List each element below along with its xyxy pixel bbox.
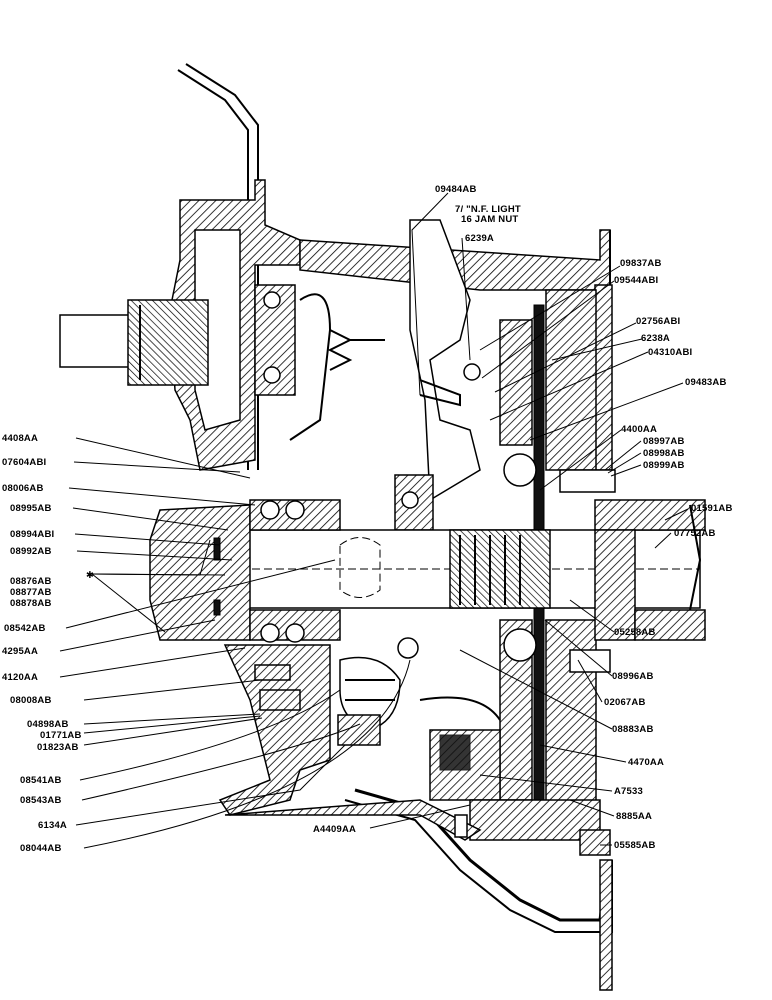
part-label: A4409AA: [313, 824, 356, 835]
part-label: 8885AA: [616, 811, 652, 822]
part-label: 08995AB: [10, 503, 52, 514]
input-shaft: [59, 314, 141, 368]
part-label: 01823AB: [37, 742, 79, 753]
part-label: 09837AB: [620, 258, 662, 269]
asterisk-marker: ✱: [86, 570, 94, 581]
release-spring: [327, 329, 353, 371]
part-label: 07604ABI: [2, 457, 46, 468]
part-label: 05258AB: [614, 627, 656, 638]
part-labels: 09484AB 7/ "N.F. LIGHT 16 JAM NUT 6239A …: [2, 184, 733, 854]
part-label: 08999AB: [643, 460, 685, 471]
note-jam-nut-line1: 7/ "N.F. LIGHT: [455, 204, 521, 215]
note-jam-nut-line2: 16 JAM NUT: [461, 214, 518, 225]
part-label: 08878AB: [10, 598, 52, 609]
leader-lines: [59, 192, 689, 849]
part-label: 08997AB: [643, 436, 685, 447]
part-label: 4470AA: [628, 757, 664, 768]
part-label: 08876AB: [10, 576, 52, 587]
part-label: 08996AB: [612, 671, 654, 682]
part-label: 08541AB: [20, 775, 62, 786]
part-label: 02067AB: [604, 697, 646, 708]
part-label: 08883AB: [612, 724, 654, 735]
part-label: 09483AB: [685, 377, 727, 388]
part-label: 6134A: [38, 820, 67, 831]
part-label: 4408AA: [2, 433, 38, 444]
part-label: 01771AB: [40, 730, 82, 741]
part-label: 6238A: [641, 333, 670, 344]
part-label: 08044AB: [20, 843, 62, 854]
part-label: 4295AA: [2, 646, 38, 657]
part-label: A7533: [614, 786, 643, 797]
pressure-plate: [499, 319, 533, 446]
part-label: 08877AB: [10, 587, 52, 598]
part-label: 04310ABI: [648, 347, 692, 358]
part-label: 4400AA: [621, 424, 657, 435]
part-label: 08006AB: [2, 483, 44, 494]
part-label: 08542AB: [4, 623, 46, 634]
part-label: 08992AB: [10, 546, 52, 557]
part-label: 04898AB: [27, 719, 69, 730]
part-label: 08998AB: [643, 448, 685, 459]
left-hub: [149, 504, 251, 641]
drawing: [59, 63, 706, 991]
part-label: 08008AB: [10, 695, 52, 706]
part-label: 01591AB: [691, 503, 733, 514]
lever-pivot: [463, 363, 481, 381]
part-label: 02756ABI: [636, 316, 680, 327]
part-label: 6239A: [465, 233, 494, 244]
part-label: 4120AA: [2, 672, 38, 683]
output-flange: [594, 499, 706, 531]
part-label: 08994ABI: [10, 529, 54, 540]
housing-bottom: [218, 644, 331, 816]
part-label: 08543AB: [20, 795, 62, 806]
part-label: 09484AB: [435, 184, 477, 195]
part-label: 07752AB: [674, 528, 716, 539]
part-label: 05585AB: [614, 840, 656, 851]
part-label: 09544ABI: [614, 275, 658, 286]
